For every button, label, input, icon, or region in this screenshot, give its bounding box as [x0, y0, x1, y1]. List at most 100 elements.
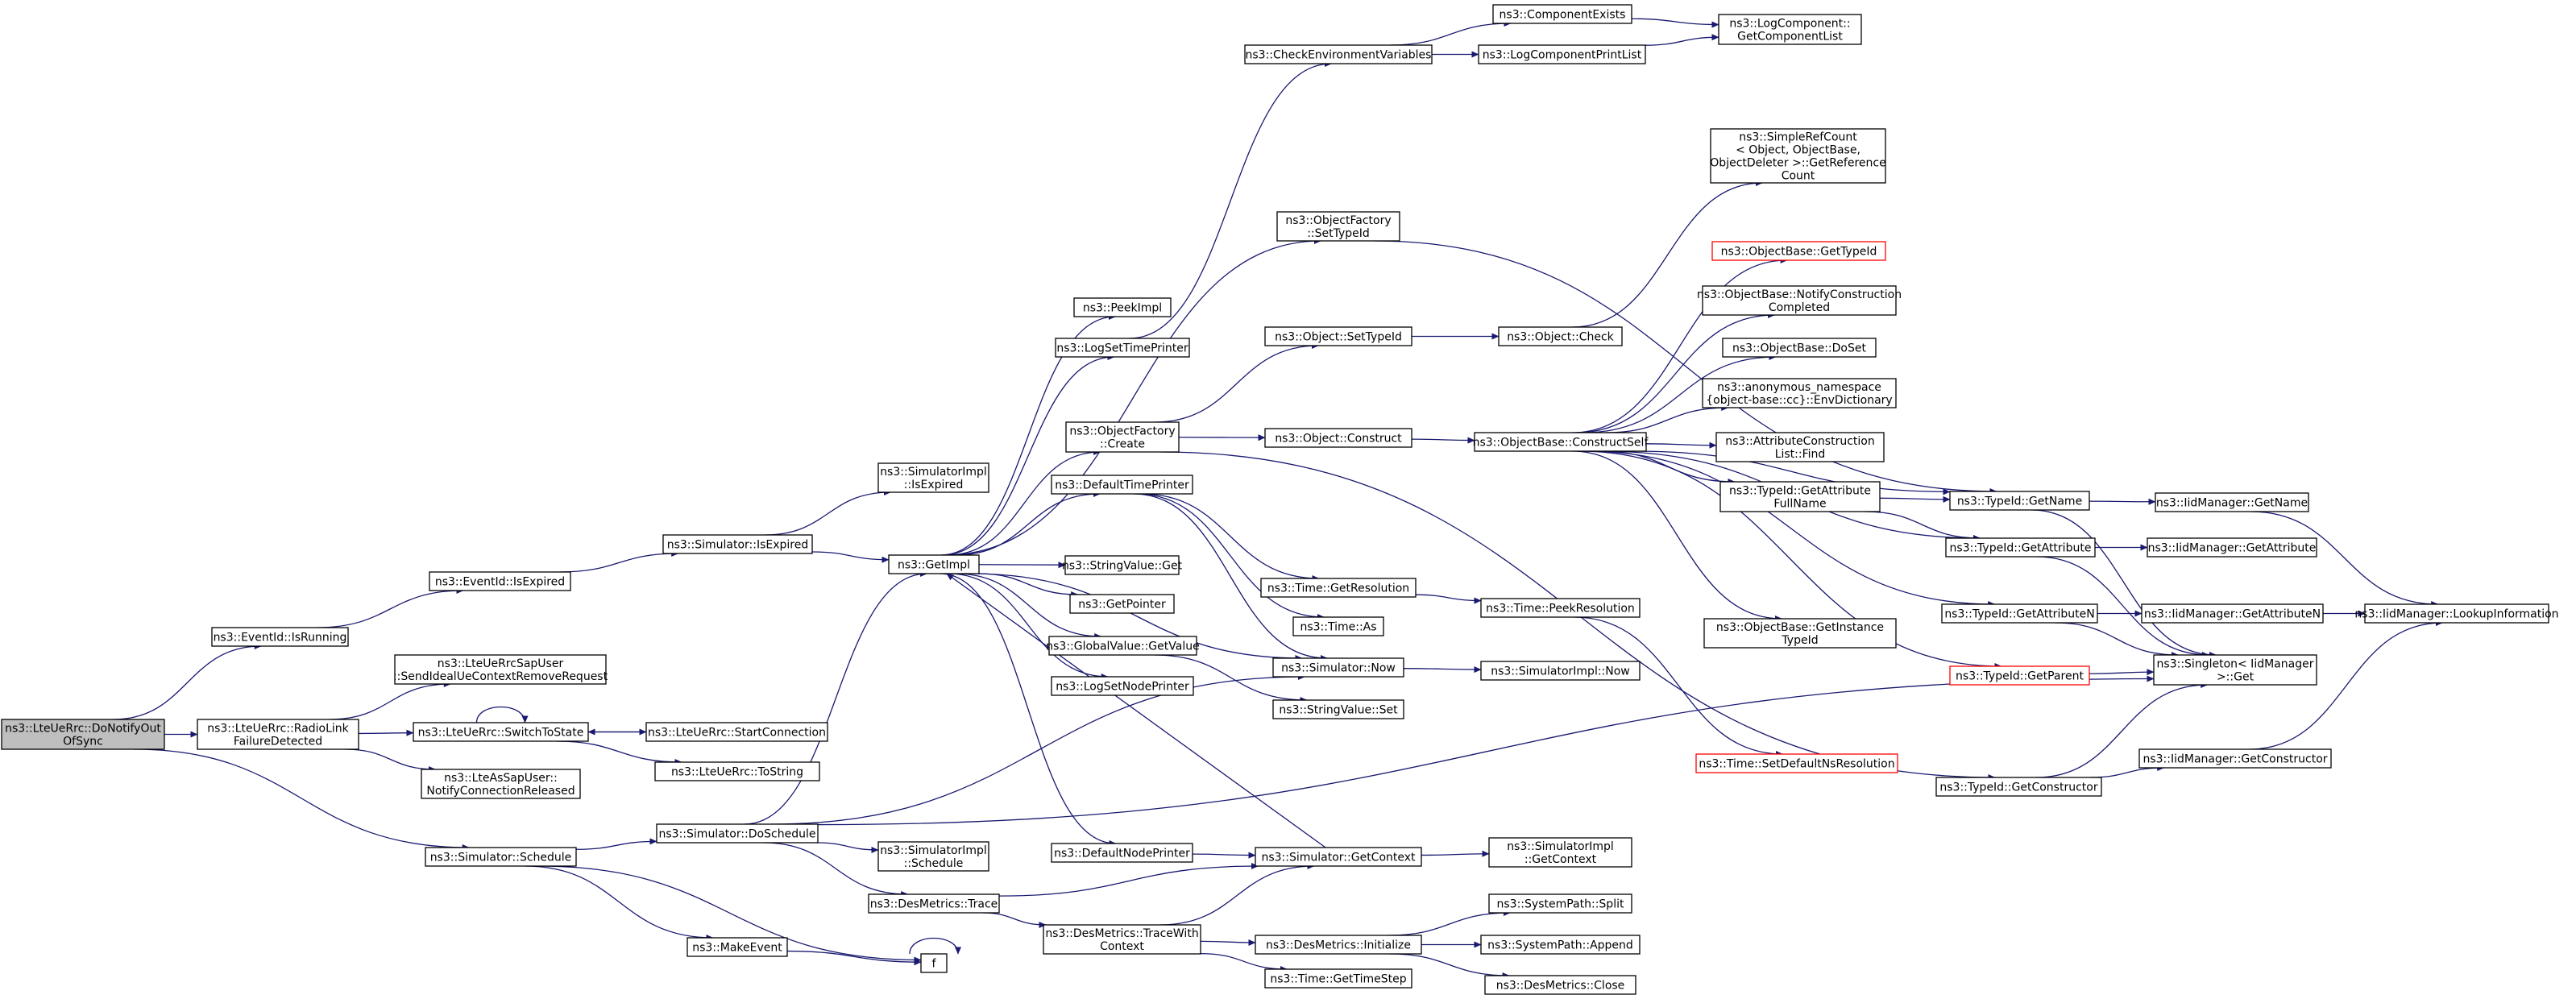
graph-node-toString[interactable]: ns3::LteUeRrc::ToString — [654, 761, 820, 781]
graph-node-isRunning[interactable]: ns3::EventId::IsRunning — [211, 627, 349, 647]
edge-isExpiredSim-to-implIsExpired — [765, 488, 891, 536]
graph-node-spAppend[interactable]: ns3::SystemPath::Append — [1480, 935, 1641, 955]
node-label: ns3::DesMetrics::Close — [1496, 980, 1625, 993]
graph-node-implSchedule[interactable]: ns3::SimulatorImpl::Schedule — [877, 841, 989, 872]
edge-defTimePrinter-to-timeAs — [1136, 493, 1325, 621]
graph-node-timeAs[interactable]: ns3::Time::As — [1292, 616, 1384, 636]
graph-node-objConstruct[interactable]: ns3::Object::Construct — [1264, 428, 1412, 448]
node-box — [1043, 924, 1201, 955]
graph-node-getPointer[interactable]: ns3::GetPointer — [1069, 594, 1175, 614]
graph-node-spSplit[interactable]: ns3::SystemPath::Split — [1488, 893, 1632, 914]
graph-node-makeEvent[interactable]: ns3::MakeEvent — [687, 937, 788, 957]
graph-node-svSet[interactable]: ns3::StringValue::Set — [1272, 699, 1404, 719]
graph-node-isExpiredSim[interactable]: ns3::Simulator::IsExpired — [662, 534, 813, 554]
graph-node-implNow[interactable]: ns3::SimulatorImpl::Now — [1480, 661, 1641, 681]
graph-node-singletonGet[interactable]: ns3::Singleton< IidManager>::Get — [2153, 654, 2317, 686]
graph-node-switchToState[interactable]: ns3::LteUeRrc::SwitchToState — [413, 722, 589, 742]
edge-constructSelf-to-obNotify — [1575, 311, 1776, 433]
graph-node-f[interactable]: f — [920, 953, 948, 973]
edge-schedule-to-doSchedule — [575, 838, 657, 850]
graph-node-timeGetRes[interactable]: ns3::Time::GetResolution — [1260, 578, 1417, 598]
graph-node-logSetNode[interactable]: ns3::LogSetNodePrinter — [1051, 676, 1194, 696]
graph-node-ofSetTypeId[interactable]: ns3::ObjectFactory::SetTypeId — [1276, 211, 1400, 242]
graph-node-implGetContext[interactable]: ns3::SimulatorImpl::GetContext — [1488, 837, 1632, 868]
graph-node-tidGetAttrN[interactable]: ns3::TypeId::GetAttributeN — [1941, 603, 2098, 624]
graph-node-compExists[interactable]: ns3::ComponentExists — [1492, 4, 1632, 24]
node-box — [2364, 603, 2549, 624]
node-label: ns3::DesMetrics::Trace — [870, 898, 998, 911]
graph-node-getImpl[interactable]: ns3::GetImpl — [888, 554, 980, 574]
node-box — [1292, 616, 1384, 636]
graph-node-iidGetCtor[interactable]: ns3::IidManager::GetConstructor — [2138, 748, 2332, 769]
graph-node-schedule[interactable]: ns3::Simulator::Schedule — [425, 847, 577, 867]
graph-node-defTimePrinter[interactable]: ns3::DefaultTimePrinter — [1051, 475, 1193, 495]
graph-node-tidGetName[interactable]: ns3::TypeId::GetName — [1949, 491, 2090, 511]
node-label: Count — [1782, 170, 1815, 183]
graph-node-desClose[interactable]: ns3::DesMetrics::Close — [1484, 975, 1636, 995]
graph-node-obGetTypeId[interactable]: ns3::ObjectBase::GetTypeId — [1711, 241, 1886, 261]
edge-switchToState-to-switchToState — [475, 707, 529, 723]
node-box — [1051, 676, 1194, 696]
node-box — [1244, 44, 1433, 64]
node-box — [662, 534, 813, 554]
graph-node-logSetTime[interactable]: ns3::LogSetTimePrinter — [1055, 338, 1190, 358]
node-label: ns3::LteUeRrcSapUser — [438, 657, 564, 670]
graph-node-isExpiredEv[interactable]: ns3::EventId::IsExpired — [429, 571, 571, 591]
graph-node-obDoSet[interactable]: ns3::ObjectBase::DoSet — [1722, 338, 1877, 358]
graph-node-implIsExpired[interactable]: ns3::SimulatorImpl::IsExpired — [877, 462, 989, 493]
graph-node-iidGetName[interactable]: ns3::IidManager::GetName — [2155, 492, 2309, 512]
graph-node-constructSelf[interactable]: ns3::ObjectBase::ConstructSelf — [1473, 432, 1649, 452]
graph-node-desInit[interactable]: ns3::DesMetrics::Initialize — [1255, 935, 1422, 955]
graph-node-sendIdeal[interactable]: ns3::LteUeRrcSapUser::SendIdealUeContext… — [393, 654, 608, 685]
graph-node-simNow[interactable]: ns3::Simulator::Now — [1272, 657, 1404, 678]
graph-node-gvGetValue[interactable]: ns3::GlobalValue::GetValue — [1046, 636, 1200, 656]
graph-node-logCompGetList[interactable]: ns3::LogComponent::GetComponentList — [1718, 14, 1862, 45]
graph-node-obNotify[interactable]: ns3::ObjectBase::NotifyConstructionCompl… — [1697, 285, 1902, 316]
graph-node-iidGetAttr[interactable]: ns3::IidManager::GetAttribute — [2147, 537, 2317, 558]
graph-node-simGetContext[interactable]: ns3::Simulator::GetContext — [1255, 847, 1422, 867]
graph-node-timePeekRes[interactable]: ns3::Time::PeekResolution — [1480, 598, 1641, 618]
node-box — [1702, 285, 1897, 316]
edge-desTrace-to-simGetContext — [998, 862, 1259, 897]
graph-node-objCheck[interactable]: ns3::Object::Check — [1498, 326, 1623, 346]
graph-node-envDict[interactable]: ns3::anonymous_namespace{object-base::cc… — [1702, 378, 1897, 408]
graph-node-timeGetStep[interactable]: ns3::Time::GetTimeStep — [1264, 968, 1412, 989]
graph-node-desTrace[interactable]: ns3::DesMetrics::Trace — [868, 893, 1000, 914]
graph-node-notifyConn[interactable]: ns3::LteAsSapUser::NotifyConnectionRelea… — [421, 769, 581, 799]
graph-node-logCompPrint[interactable]: ns3::LogComponentPrintList — [1478, 44, 1646, 64]
node-label: ns3::EventId::IsRunning — [214, 632, 347, 645]
graph-node-timeSetDefRes[interactable]: ns3::Time::SetDefaultNsResolution — [1695, 753, 1898, 773]
edge-isExpiredEv-to-isExpiredSim — [559, 549, 679, 573]
edge-getImpl-to-peekImpl — [940, 313, 1117, 556]
node-label: ns3::ObjectBase::NotifyConstruction — [1697, 288, 1902, 301]
node-box — [1480, 661, 1641, 681]
graph-node-iidLookup[interactable]: ns3::IidManager::LookupInformation — [2354, 603, 2559, 624]
graph-node-svGet[interactable]: ns3::StringValue::Get — [1062, 555, 1183, 575]
edge-iidGetCtor-to-iidLookup — [2249, 619, 2443, 750]
graph-node-simpleRef[interactable]: ns3::SimpleRefCount< Object, ObjectBase,… — [1710, 128, 1886, 184]
graph-node-iidGetAttrN[interactable]: ns3::IidManager::GetAttributeN — [2141, 603, 2324, 624]
graph-node-objSetTypeId[interactable]: ns3::Object::SetTypeId — [1264, 326, 1412, 346]
graph-node-checkEnv[interactable]: ns3::CheckEnvironmentVariables — [1244, 44, 1433, 64]
graph-node-peekImpl[interactable]: ns3::PeekImpl — [1073, 297, 1172, 317]
graph-node-tidGetAttr[interactable]: ns3::TypeId::GetAttribute — [1945, 537, 2096, 558]
graph-node-doSchedule[interactable]: ns3::Simulator::DoSchedule — [656, 823, 819, 844]
node-label: ns3::LteUeRrc::DoNotifyOut — [5, 723, 161, 736]
node-label: ns3::ObjectBase::DoSet — [1732, 342, 1866, 355]
edge-objConstruct-to-constructSelf — [1411, 437, 1475, 444]
graph-node-defNodePrinter[interactable]: ns3::DefaultNodePrinter — [1051, 843, 1193, 863]
node-label: ns3::Singleton< IidManager — [2157, 658, 2314, 671]
graph-node-tidGetCtor[interactable]: ns3::TypeId::GetConstructor — [1935, 777, 2102, 797]
node-box — [1260, 578, 1417, 598]
node-label: ns3::LteAsSapUser:: — [444, 772, 558, 785]
edge-gvGetValue-to-svSet — [1154, 654, 1308, 704]
graph-node-tidGetParent[interactable]: ns3::TypeId::GetParent — [1949, 665, 2090, 686]
graph-node-ofCreate[interactable]: ns3::ObjectFactory::Create — [1065, 421, 1180, 453]
graph-node-startConn[interactable]: ns3::LteUeRrc::StartConnection — [645, 722, 828, 742]
